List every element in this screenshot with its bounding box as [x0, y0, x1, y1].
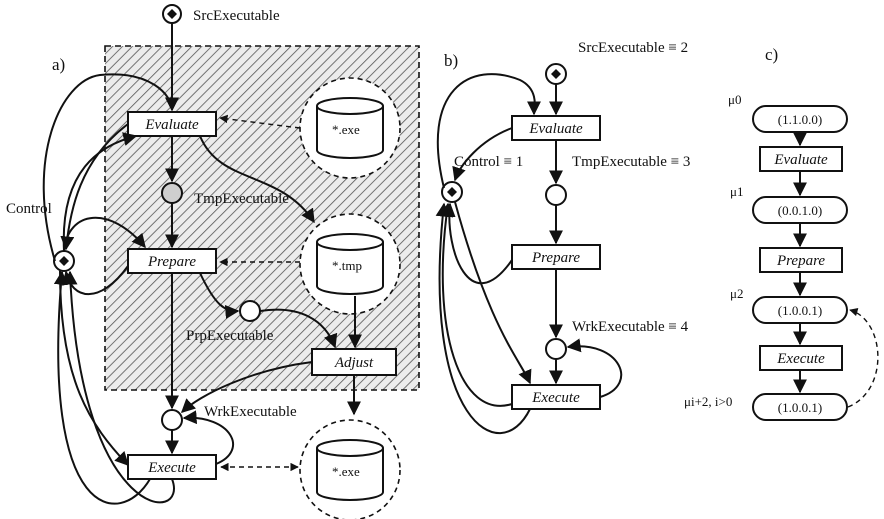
panel-b-label: b) — [444, 51, 458, 70]
transition-execute-b-label: Execute — [531, 390, 580, 406]
state-mu-i2 — [752, 393, 848, 421]
transition-prepare-a — [127, 248, 217, 274]
label-prp-executable: PrpExecutable — [186, 328, 274, 344]
transition-c-prepare — [759, 247, 843, 273]
state-mu1-label: μ1 — [730, 184, 743, 199]
label-tmp-b: TmpExecutable ≡ 3 — [572, 154, 690, 170]
arc-control-execute — [59, 270, 129, 467]
transition-evaluate-b-label: Evaluate — [528, 121, 583, 137]
place-control — [53, 250, 75, 272]
label-control: Control — [6, 201, 52, 217]
state-mu2-marking: (1.0.0.1) — [778, 303, 822, 318]
arc-control-prepare — [63, 216, 146, 252]
cylinder-exe-top — [316, 97, 384, 159]
dashed-exe-evaluate — [219, 114, 301, 129]
arc-b-execute-control — [439, 202, 513, 407]
arc-c-loop — [847, 308, 879, 408]
label-src-b: SrcExecutable ≡ 2 — [578, 40, 688, 56]
transition-c-execute-label: Execute — [776, 351, 825, 367]
arc-b-execute-wrk — [566, 338, 623, 398]
label-wrk-b: WrkExecutable ≡ 4 — [572, 319, 689, 335]
panel-a: a) SrcExecutable *.exe *.tmp *.exe — [6, 4, 420, 519]
label-wrk-executable: WrkExecutable — [204, 404, 297, 420]
transition-prepare-b — [511, 244, 601, 270]
arc-b-control-execute — [454, 201, 532, 385]
label-tmp-executable: TmpExecutable — [194, 191, 289, 207]
arc-prp-adjust — [259, 308, 338, 349]
arc-evaluate-tmpfile — [199, 135, 315, 224]
place-wrk-b — [545, 338, 567, 360]
transition-prepare-a-label: Prepare — [147, 254, 196, 270]
arc-control-evaluate — [62, 132, 138, 252]
arc-execute-wrk — [182, 410, 235, 465]
arc-prepare-prp — [199, 272, 240, 319]
cylinder-tmp — [316, 233, 384, 295]
transition-prepare-b-label: Prepare — [531, 250, 580, 266]
file-label-tmp: *.tmp — [332, 258, 362, 273]
label-control-b: Control ≡ 1 — [454, 154, 523, 170]
state-mu-i2-marking: (1.0.0.1) — [778, 400, 822, 415]
panel-b: b) SrcExecutable ≡ 2 Evaluate TmpExecuta… — [435, 40, 690, 435]
transition-evaluate-a-label: Evaluate — [144, 117, 199, 133]
arc-execute-control — [53, 270, 151, 505]
state-mu1-marking: (0.0.1.0) — [778, 203, 822, 218]
place-prp-executable — [239, 300, 261, 322]
arc-control-evaluate-outer — [42, 73, 179, 262]
arc-b-execute-control-2 — [435, 202, 531, 435]
transition-c-prepare-label: Prepare — [776, 253, 825, 269]
label-src-executable: SrcExecutable — [193, 8, 280, 24]
arc-b-control-evaluate — [436, 73, 542, 189]
file-label-exe-bottom: *.exe — [332, 464, 360, 479]
place-src-b — [545, 63, 567, 85]
arc-b-evaluate-control — [452, 127, 513, 182]
panel-c-label: c) — [765, 45, 778, 64]
transition-execute-a — [127, 454, 217, 480]
panel-c: c) (1.1.0.0) μ0 Evaluate (0.0.1.0) μ1 Pr… — [684, 45, 879, 421]
place-src-executable — [162, 4, 182, 24]
state-mu0-label: μ0 — [728, 92, 741, 107]
place-wrk-executable — [161, 409, 183, 431]
place-tmp-b — [545, 184, 567, 206]
panel-a-label: a) — [52, 55, 65, 74]
arc-b-prepare-control — [441, 202, 513, 285]
file-label-exe-top: *.exe — [332, 122, 360, 137]
state-mu2-label: μ2 — [730, 286, 743, 301]
transition-adjust-label: Adjust — [334, 355, 374, 371]
transition-c-evaluate — [759, 146, 843, 172]
state-mu0-marking: (1.1.0.0) — [778, 112, 822, 127]
cylinder-exe-bottom — [316, 439, 384, 501]
transition-execute-a-label: Execute — [147, 460, 196, 476]
transition-evaluate-a — [127, 111, 217, 137]
arc-adjust-wrk — [180, 361, 313, 413]
place-control-b — [441, 181, 463, 203]
place-tmp-executable — [161, 182, 183, 204]
state-mu-i2-label: μi+2, i>0 — [684, 394, 732, 409]
arc-execute-control-2 — [63, 270, 175, 504]
transition-c-evaluate-label: Evaluate — [773, 152, 828, 168]
